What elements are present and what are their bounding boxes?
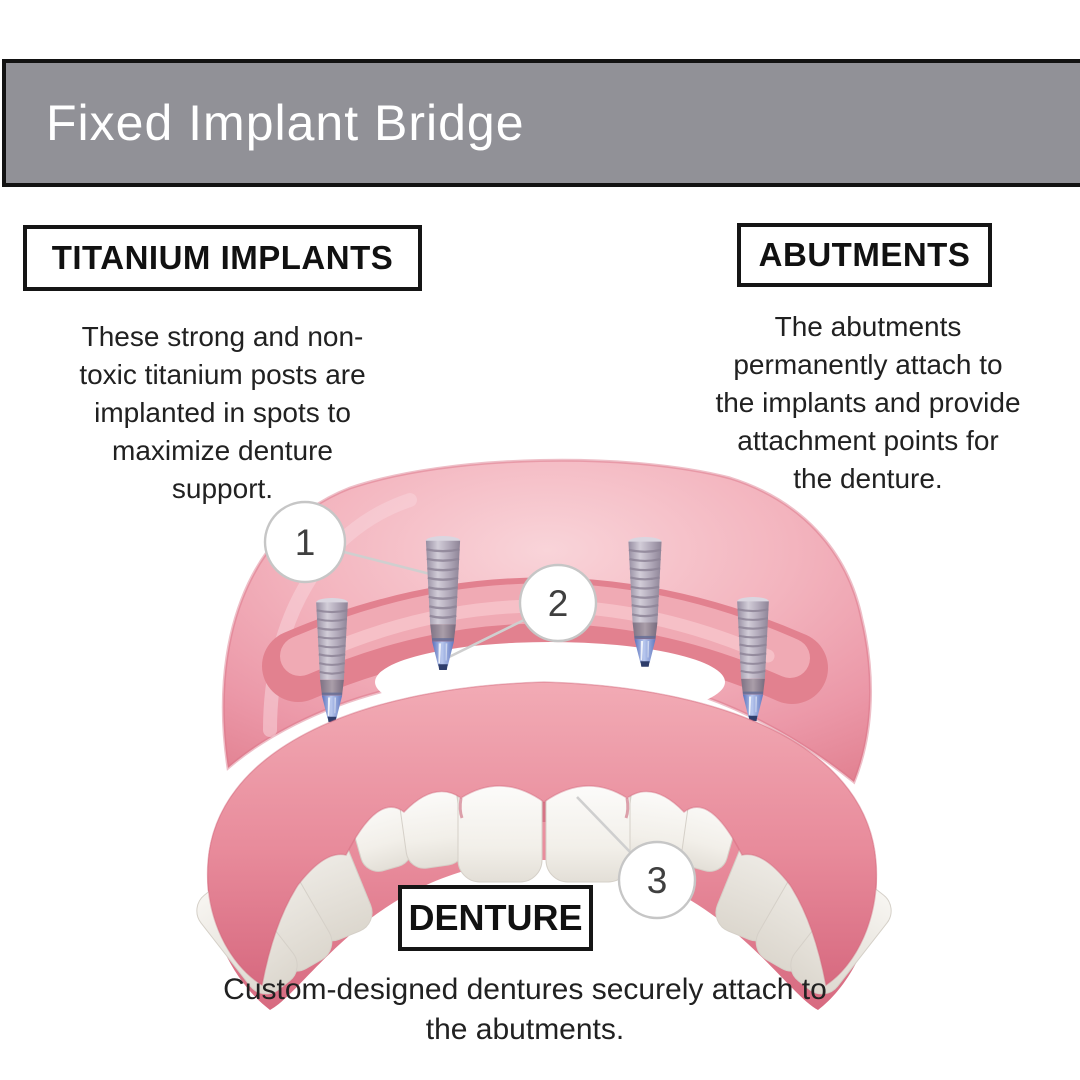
body-line: Custom-designed dentures securely attach… (223, 973, 827, 1006)
body-line: These strong and non- (81, 321, 364, 352)
callout-1-number: 1 (295, 522, 316, 563)
header-bar: Fixed Implant Bridge (2, 59, 1080, 187)
denture-illustration: 1 2 3 (196, 458, 892, 1010)
denture-gum-scallop (206, 681, 878, 987)
body-line: toxic titanium posts are (79, 359, 366, 390)
gum-papillae-shadows (458, 797, 630, 822)
abutments-description: The abutments permanently attach to the … (690, 308, 1046, 498)
denture-heading: DENTURE (408, 897, 583, 938)
body-line: attachment points for (737, 425, 999, 456)
titanium-implants-label-box: TITANIUM IMPLANTS (23, 225, 422, 291)
callout-3-number: 3 (647, 860, 668, 901)
body-line: maximize denture (112, 435, 333, 466)
denture-description: Custom-designed dentures securely attach… (180, 970, 870, 1050)
body-line: the denture. (793, 463, 943, 494)
callout-2: 2 (518, 563, 598, 643)
body-line: the abutments. (425, 1013, 625, 1046)
page-title: Fixed Implant Bridge (46, 95, 525, 151)
denture-label-box: DENTURE (398, 885, 593, 951)
callout-2-number: 2 (548, 583, 569, 624)
titanium-implants-description: These strong and non- toxic titanium pos… (40, 318, 405, 508)
body-line: The abutments (774, 311, 962, 342)
titanium-implants-heading: TITANIUM IMPLANTS (51, 239, 394, 276)
body-line: support. (171, 473, 274, 504)
callout-3: 3 (617, 840, 697, 920)
abutments-label-box: ABUTMENTS (737, 223, 992, 287)
abutments-heading: ABUTMENTS (758, 236, 971, 273)
body-line: permanently attach to (733, 349, 1003, 380)
callout-1: 1 (263, 500, 347, 584)
callout-line-2 (446, 618, 525, 660)
callout-line-1 (343, 550, 435, 577)
body-line: implanted in spots to (94, 397, 351, 428)
body-line: the implants and provide (715, 387, 1021, 418)
callout-line-3 (576, 796, 632, 854)
